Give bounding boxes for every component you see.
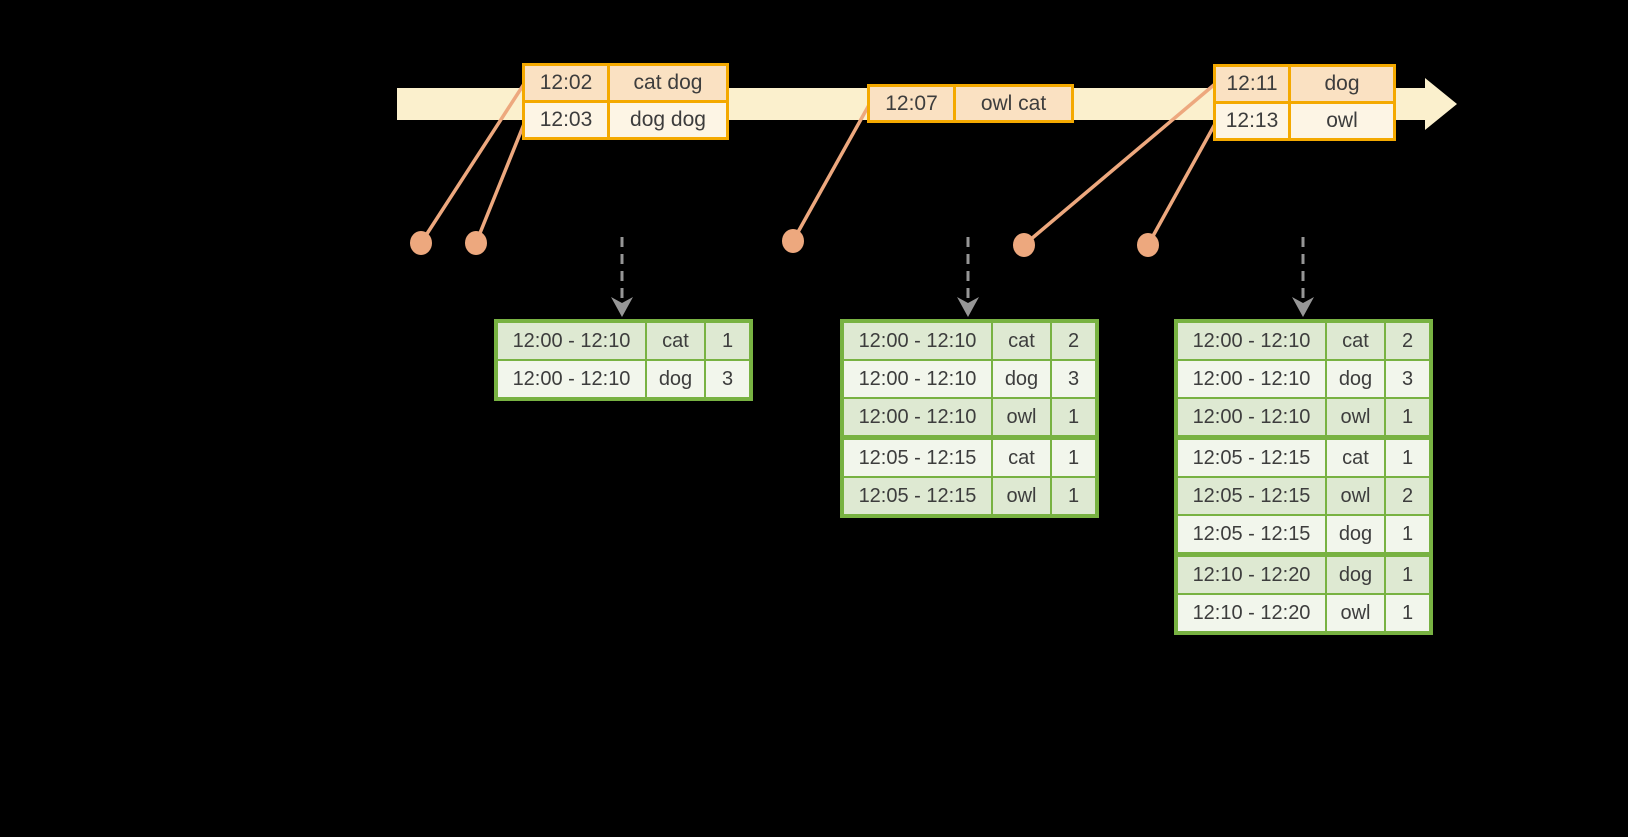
event-connector-line	[1022, 82, 1217, 247]
window-cell: 12:00 - 12:10	[841, 320, 993, 361]
event-marker-dot-icon	[1013, 233, 1035, 257]
result-row: 12:05 - 12:15 owl 2	[1175, 476, 1432, 516]
event-words: dog	[1288, 64, 1396, 104]
event-row: 12:13 owl	[1213, 101, 1396, 141]
word-cell: cat	[991, 435, 1052, 478]
trigger-down-arrow-icon	[1292, 237, 1314, 317]
word-cell: cat	[1325, 435, 1386, 478]
event-time: 12:07	[867, 84, 956, 123]
window-cell: 12:05 - 12:15	[1175, 435, 1327, 478]
event-row: 12:11 dog	[1213, 64, 1396, 104]
result-row: 12:00 - 12:10 owl 1	[1175, 397, 1432, 439]
word-cell: owl	[1325, 397, 1386, 439]
result-row: 12:10 - 12:20 dog 1	[1175, 552, 1432, 595]
count-cell: 1	[704, 320, 752, 361]
result-row: 12:05 - 12:15 dog 1	[1175, 514, 1432, 556]
event-time: 12:02	[522, 63, 610, 103]
count-cell: 2	[1384, 320, 1432, 361]
event-row: 12:07 owl cat	[867, 84, 1074, 123]
event-words: dog dog	[607, 100, 729, 140]
word-cell: owl	[991, 476, 1052, 517]
result-row: 12:00 - 12:10 dog 3	[495, 359, 752, 400]
count-cell: 1	[1050, 397, 1098, 439]
window-cell: 12:00 - 12:10	[1175, 397, 1327, 439]
word-cell: owl	[991, 397, 1052, 439]
window-cell: 12:00 - 12:10	[495, 359, 647, 400]
result-row: 12:00 - 12:10 cat 1	[495, 320, 752, 361]
count-cell: 1	[1384, 514, 1432, 556]
window-cell: 12:05 - 12:15	[1175, 476, 1327, 516]
count-cell: 1	[1384, 435, 1432, 478]
result-row: 12:05 - 12:15 cat 1	[841, 435, 1098, 478]
word-cell: dog	[1325, 514, 1386, 556]
window-cell: 12:05 - 12:15	[1175, 514, 1327, 556]
event-table-1: 12:02 cat dog 12:03 dog dog	[522, 63, 729, 140]
event-row: 12:03 dog dog	[522, 100, 729, 140]
count-cell: 1	[1050, 435, 1098, 478]
window-cell: 12:00 - 12:10	[1175, 359, 1327, 399]
window-cell: 12:00 - 12:10	[1175, 320, 1327, 361]
result-row: 12:00 - 12:10 dog 3	[841, 359, 1098, 399]
result-row: 12:05 - 12:15 cat 1	[1175, 435, 1432, 478]
word-cell: dog	[991, 359, 1052, 399]
event-words: cat dog	[607, 63, 729, 103]
result-table-3: 12:00 - 12:10 cat 2 12:00 - 12:10 dog 3 …	[1174, 319, 1433, 635]
word-cell: owl	[1325, 593, 1386, 634]
window-cell: 12:00 - 12:10	[841, 397, 993, 439]
event-marker-dot-icon	[782, 229, 804, 253]
window-cell: 12:05 - 12:15	[841, 435, 993, 478]
word-cell: cat	[991, 320, 1052, 361]
result-table-1: 12:00 - 12:10 cat 1 12:00 - 12:10 dog 3	[494, 319, 753, 401]
event-row: 12:02 cat dog	[522, 63, 729, 103]
word-cell: dog	[645, 359, 706, 400]
trigger-down-arrow-icon	[957, 237, 979, 317]
word-cell: dog	[1325, 359, 1386, 399]
result-row: 12:00 - 12:10 owl 1	[841, 397, 1098, 439]
event-table-2: 12:07 owl cat	[867, 84, 1074, 123]
result-table-2: 12:00 - 12:10 cat 2 12:00 - 12:10 dog 3 …	[840, 319, 1099, 518]
result-row: 12:00 - 12:10 dog 3	[1175, 359, 1432, 399]
event-connector-line	[1146, 123, 1217, 246]
count-cell: 1	[1384, 552, 1432, 595]
event-connector-line	[419, 83, 526, 244]
result-row: 12:00 - 12:10 cat 2	[1175, 320, 1432, 361]
count-cell: 1	[1384, 397, 1432, 439]
result-row: 12:05 - 12:15 owl 1	[841, 476, 1098, 517]
count-cell: 2	[1050, 320, 1098, 361]
window-cell: 12:00 - 12:10	[841, 359, 993, 399]
window-cell: 12:00 - 12:10	[495, 320, 647, 361]
event-table-3: 12:11 dog 12:13 owl	[1213, 64, 1396, 141]
word-cell: dog	[1325, 552, 1386, 595]
trigger-down-arrow-icon	[611, 237, 633, 317]
count-cell: 3	[1384, 359, 1432, 399]
event-connector-line	[474, 123, 526, 244]
event-connector-line	[791, 104, 871, 242]
window-cell: 12:05 - 12:15	[841, 476, 993, 517]
window-cell: 12:10 - 12:20	[1175, 552, 1327, 595]
result-row: 12:10 - 12:20 owl 1	[1175, 593, 1432, 634]
event-time: 12:03	[522, 100, 610, 140]
count-cell: 3	[704, 359, 752, 400]
window-cell: 12:10 - 12:20	[1175, 593, 1327, 634]
count-cell: 3	[1050, 359, 1098, 399]
word-cell: owl	[1325, 476, 1386, 516]
event-marker-dot-icon	[410, 231, 432, 255]
result-row: 12:00 - 12:10 cat 2	[841, 320, 1098, 361]
word-cell: cat	[645, 320, 706, 361]
event-time: 12:13	[1213, 101, 1291, 141]
count-cell: 2	[1384, 476, 1432, 516]
event-marker-dot-icon	[465, 231, 487, 255]
event-words: owl cat	[953, 84, 1074, 123]
event-marker-dot-icon	[1137, 233, 1159, 257]
count-cell: 1	[1384, 593, 1432, 634]
event-words: owl	[1288, 101, 1396, 141]
count-cell: 1	[1050, 476, 1098, 517]
word-cell: cat	[1325, 320, 1386, 361]
event-time: 12:11	[1213, 64, 1291, 104]
